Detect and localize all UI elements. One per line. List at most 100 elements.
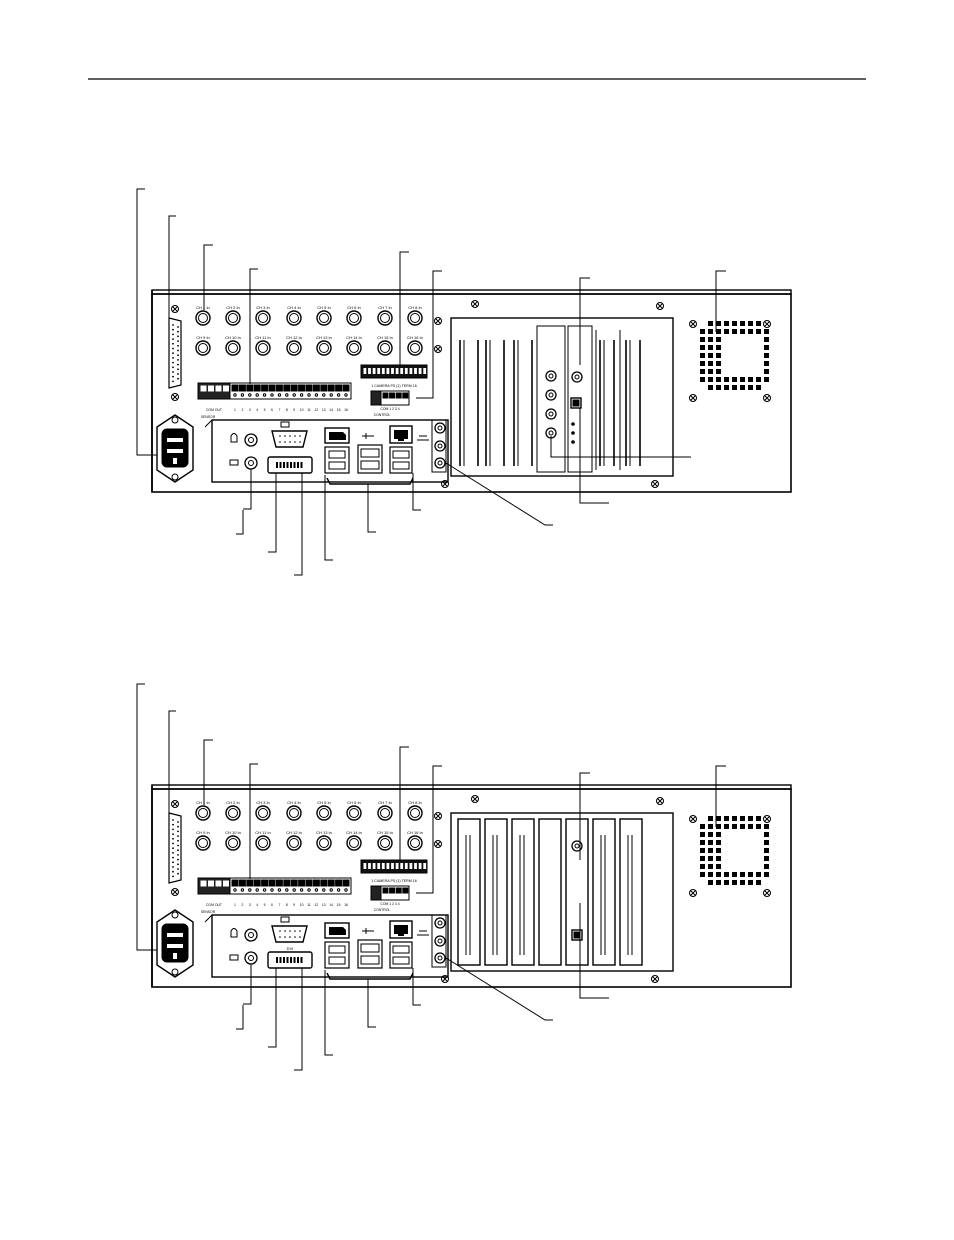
screw-head	[441, 975, 449, 983]
power-inlet-pin	[167, 449, 183, 453]
leader-fan	[715, 765, 726, 827]
control-terminal	[382, 887, 389, 894]
sensor-terminal-screw	[329, 888, 333, 892]
db25-pin	[172, 371, 174, 373]
sensor-terminal	[305, 879, 313, 887]
fan-grille-hole	[724, 872, 729, 877]
capture-card-bracket	[536, 325, 566, 473]
leader-power-inlet	[136, 188, 157, 456]
fan-grille-hole	[700, 856, 705, 861]
screw	[651, 975, 659, 983]
sensor-terminal-screw	[262, 393, 267, 397]
fan-grille-hole	[764, 864, 769, 869]
screw-slot	[435, 318, 441, 324]
bnc-outer-ring	[407, 805, 423, 821]
screw-head	[651, 975, 659, 983]
monitor-icon	[280, 916, 290, 923]
fan-grille-hole	[748, 816, 753, 821]
relay-terminal	[208, 385, 214, 392]
keyboard-icon	[229, 459, 239, 466]
db25-pin	[172, 357, 174, 359]
keyboard-icon	[229, 954, 239, 961]
ps2-keyboard-port	[244, 951, 258, 965]
fan-grille-hole	[740, 816, 745, 821]
bnc-connector	[286, 310, 302, 326]
mouse-icon	[230, 928, 238, 938]
bnc-inner-ring	[228, 343, 238, 353]
bnc-outer-ring	[195, 310, 211, 326]
fan-grille-hole	[764, 872, 769, 877]
terminal-number: 13	[322, 408, 326, 412]
usb-port	[328, 461, 346, 470]
fan-grille-hole	[716, 385, 721, 390]
screw-head	[471, 300, 479, 308]
leader-firewire	[324, 475, 333, 561]
sensor-terminal-screw	[270, 393, 274, 397]
db25-pin	[172, 852, 174, 854]
expansion-area	[450, 812, 674, 972]
terminal-number: 9	[293, 408, 295, 412]
bnc-outer-ring	[346, 310, 362, 326]
screw-head	[434, 345, 442, 353]
fan-grille-hole	[756, 385, 761, 390]
bnc-inner-ring	[380, 808, 390, 818]
terminal-number: 9	[293, 903, 295, 907]
leader-vga	[294, 968, 303, 1071]
sensor-terminal	[231, 879, 239, 887]
bnc-label: CH 16 In	[407, 830, 423, 835]
fan-grille-hole	[724, 880, 729, 885]
camera-ps-pin	[395, 863, 399, 869]
bnc-label: CH 9 In	[196, 335, 210, 340]
fan-grille-hole	[724, 377, 729, 382]
usb-port-frame	[357, 939, 383, 969]
screw	[471, 795, 479, 803]
screw-slot	[690, 321, 696, 327]
sensor-terminal	[342, 384, 350, 392]
bnc-outer-ring	[407, 340, 423, 356]
bnc-connector	[286, 835, 302, 851]
ps2-mouse-port	[244, 928, 258, 942]
fan-grille-hole	[708, 824, 713, 829]
screw-slot	[690, 890, 696, 896]
bnc-label: CH 15 In	[377, 830, 393, 835]
bnc-inner-ring	[228, 313, 238, 323]
db25-pin	[177, 863, 179, 866]
leader-capture-card	[550, 436, 691, 458]
sensor-terminal	[238, 879, 246, 887]
sensor-terminal-screw	[322, 393, 326, 397]
bnc-label: CH 4 In	[287, 800, 301, 805]
bnc-label: CH 11 In	[255, 830, 271, 835]
camera-ps-pin	[363, 368, 367, 374]
fan-grille-hole	[700, 840, 705, 845]
camera-ps-pin	[418, 863, 422, 869]
terminal-number: 1	[234, 903, 236, 907]
fan-grille-hole	[740, 329, 745, 334]
leader-video-card	[579, 277, 590, 365]
db25-pin	[172, 847, 174, 850]
audio-jack-inner	[437, 460, 443, 466]
fan-grille-hole	[740, 872, 745, 877]
bnc-outer-ring	[377, 310, 393, 326]
terminal-number: 11	[307, 408, 311, 412]
fan-grille-hole	[716, 361, 721, 366]
leader-video-port	[579, 408, 609, 504]
camera-ps-pin	[395, 368, 399, 374]
vga-pin	[299, 936, 301, 938]
fan-grille-hole	[748, 824, 753, 829]
bnc-label: CH 5 In	[317, 305, 331, 310]
db25-pin	[177, 335, 179, 338]
bnc-inner-ring	[258, 343, 268, 353]
camera-ps-pin	[381, 368, 385, 374]
bnc-connector	[255, 805, 271, 821]
fan-grille-hole	[708, 848, 713, 853]
control-terminal	[402, 887, 409, 894]
db25-pin	[177, 330, 179, 333]
sensor-terminal-screw	[277, 888, 282, 892]
fan-grille-hole	[716, 321, 721, 326]
sensor-terminal	[312, 384, 320, 392]
terminal-number: 15	[337, 903, 341, 907]
fan-grille-hole	[764, 361, 769, 366]
bnc-connector	[225, 835, 241, 851]
screw-head	[763, 889, 771, 897]
